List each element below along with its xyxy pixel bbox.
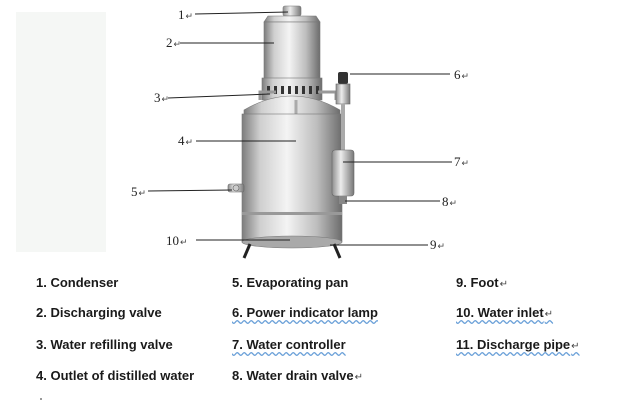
callout-5: 5↵ [131, 184, 147, 199]
page-mark [40, 398, 42, 400]
lamp-housing [335, 83, 351, 105]
legend-item-2: 2. Discharging valve [36, 305, 162, 320]
distiller-illustration [16, 5, 452, 259]
legend-item-10: 10. Water inlet↵ [456, 305, 554, 320]
legend-item-7: 7. Water controller [232, 337, 346, 352]
callout-7: 7↵ [454, 154, 470, 169]
tank-seam [242, 212, 342, 215]
condenser-top [263, 15, 321, 23]
callout-2: 2↵ [166, 35, 182, 50]
legend-item-8: 8. Water drain valve↵ [232, 368, 364, 383]
leader-lines [147, 11, 452, 246]
callout-3: 3↵ [154, 90, 170, 105]
left-pipe [258, 90, 276, 100]
legend-item-3: 3. Water refilling valve [36, 337, 173, 352]
dome [243, 95, 341, 117]
legend-item-11: 11. Discharge pipe↵ [456, 337, 580, 352]
controller-drain [339, 196, 347, 204]
main-tank [241, 113, 343, 243]
callout-6: 6↵ [454, 67, 470, 82]
callout-9: 9↵ [430, 237, 446, 252]
indicator-lamp [338, 72, 348, 84]
legend-item-4: 4. Outlet of distilled water [36, 368, 195, 383]
legend-item-6: 6. Power indicator lamp [232, 305, 378, 320]
legend-item-1: 1. Condenser [36, 275, 119, 290]
legend-item-5: 5. Evaporating pan [232, 275, 349, 290]
legend-item-9: 9. Foot↵ [456, 275, 508, 290]
backdrop-panel [16, 12, 106, 252]
condenser-cap [282, 5, 302, 17]
condenser-body [263, 21, 321, 81]
callout-8: 8↵ [442, 194, 458, 209]
leg-right [332, 243, 342, 259]
callout-4: 4↵ [178, 133, 194, 148]
leg-left [242, 243, 252, 259]
tank-bottom [241, 235, 343, 249]
callout-1: 1↵ [178, 7, 194, 22]
callout-10: 10↵ [166, 233, 188, 248]
water-controller [331, 149, 355, 197]
vent-slots [267, 86, 319, 94]
